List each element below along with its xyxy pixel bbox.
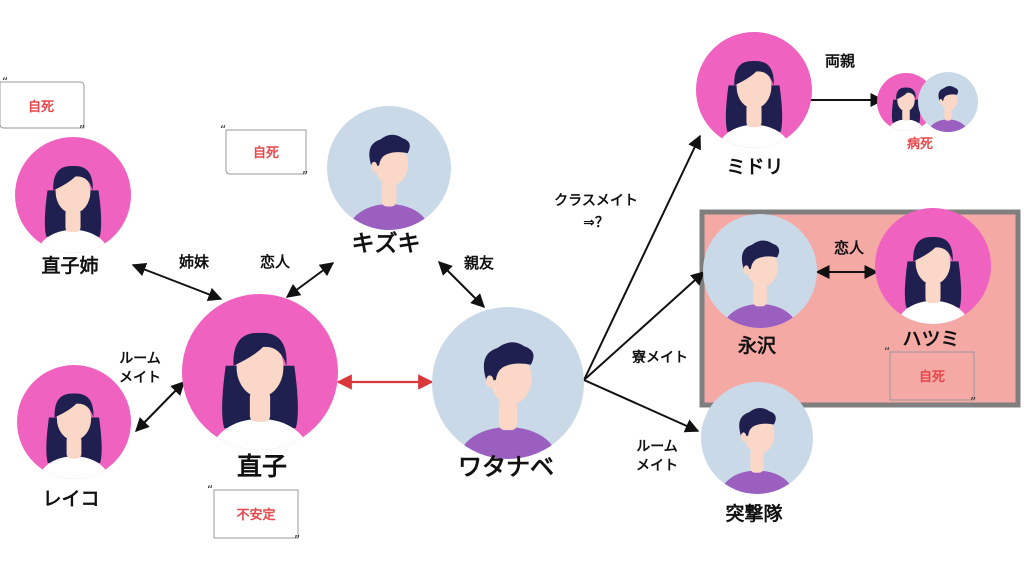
male-avatar-icon — [327, 106, 451, 230]
label-classmate-1: クラスメイト — [554, 193, 638, 209]
tag-kizuki-suicide: 自死 — [253, 145, 279, 161]
label-lovers-naoko: 恋人 — [260, 253, 291, 271]
tag-box-naoko: “ ” — [207, 483, 300, 547]
male-avatar-icon — [432, 307, 584, 459]
label-roommate-reiko-2: メイト — [119, 370, 161, 386]
arrow-watanabe-totsugekitai — [583, 379, 700, 433]
label-classmate-2: ⇒？ — [583, 215, 609, 231]
arrow-kizuki-watanabe — [438, 261, 485, 308]
arrow-watanabe-midori — [583, 134, 701, 381]
name-naoko: 直子 — [237, 452, 287, 481]
female-avatar-icon — [15, 137, 131, 253]
label-best-friend: 親友 — [464, 254, 494, 272]
arrow-watanabe-nagasawa — [583, 271, 706, 381]
name-naoko-sister: 直子姉 — [41, 254, 98, 277]
female-avatar-icon — [17, 365, 131, 479]
label-roommate-reiko-1: ルーム — [119, 351, 161, 367]
label-lovers-nagasawa: 恋人 — [834, 239, 865, 257]
arrow-sister-naoko — [131, 263, 223, 301]
name-midori: ミドリ — [726, 156, 783, 178]
svg-text:”: ” — [294, 533, 300, 547]
svg-text:”: ” — [302, 169, 308, 183]
label-parents: 両親 — [825, 52, 855, 70]
female-avatar-icon — [877, 73, 935, 131]
svg-text:”: ” — [970, 395, 976, 409]
svg-text:“: “ — [220, 123, 226, 137]
svg-text:“: “ — [2, 75, 8, 89]
name-reiko: レイコ — [42, 488, 99, 510]
arrow-reiko-naoko — [135, 380, 185, 433]
tag-box-hatsumi: “ ” — [884, 345, 976, 409]
name-kizuki: キズキ — [352, 230, 421, 257]
name-watanabe: ワタナベ — [458, 453, 554, 481]
female-avatar-icon — [696, 32, 812, 148]
male-avatar-icon — [703, 214, 817, 328]
connections — [131, 93, 885, 433]
tag-box-sister: “ ” — [0, 75, 85, 137]
male-avatar-icon — [701, 382, 813, 494]
arrow-kizuki-naoko — [285, 262, 335, 298]
tag-parents-illness: 病死 — [907, 136, 933, 152]
name-hatsumi: ハツミ — [902, 328, 959, 350]
female-avatar-icon — [875, 208, 991, 324]
tag-hatsumi-suicide: 自死 — [919, 369, 945, 385]
tag-sister-suicide: 自死 — [28, 99, 54, 115]
svg-text:“: “ — [207, 483, 213, 497]
svg-text:”: ” — [79, 123, 85, 137]
tag-box-kizuki: “ ” — [220, 123, 308, 183]
label-dorm-mate: 寮メイト — [631, 349, 688, 366]
label-roommate-tk-1: ルーム — [636, 439, 678, 455]
label-sisters: 姉妹 — [179, 253, 210, 271]
label-roommate-tk-2: メイト — [636, 458, 678, 474]
name-nagasawa: 永沢 — [737, 334, 777, 357]
svg-text:“: “ — [884, 345, 890, 359]
male-avatar-icon — [918, 72, 978, 132]
female-avatar-icon — [182, 294, 338, 450]
tag-naoko-unstable: 不安定 — [236, 507, 275, 523]
name-totsugekitai: 突撃隊 — [725, 502, 783, 525]
